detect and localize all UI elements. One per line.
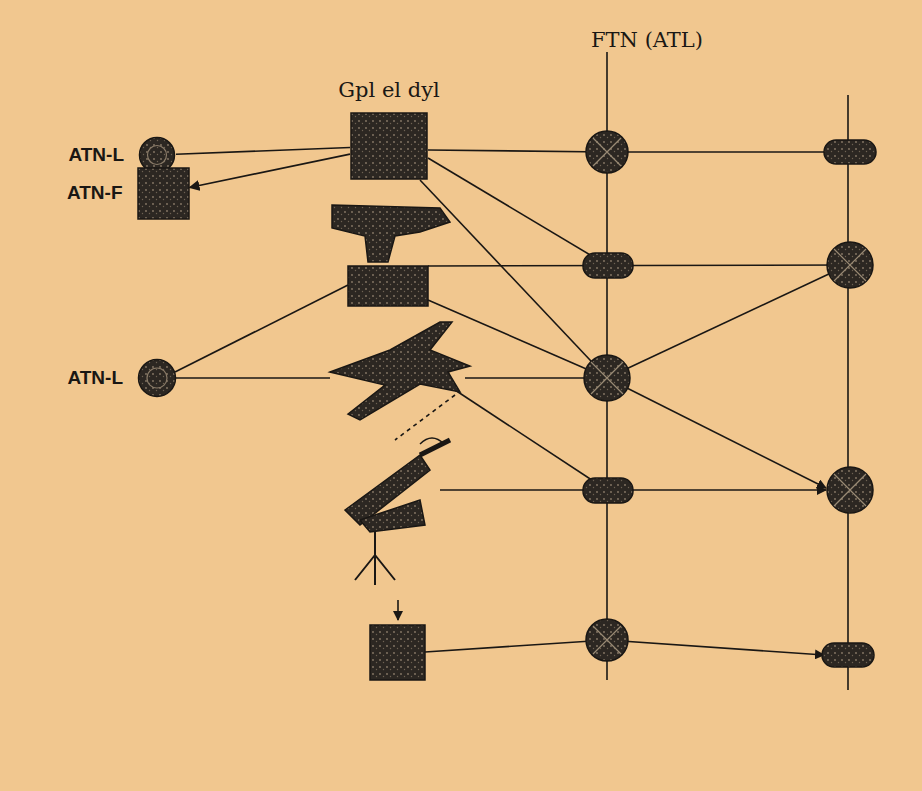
network-heading: FTN (ATL) xyxy=(588,28,706,52)
node-label: ATN-F xyxy=(67,182,123,204)
labeled-node: ATN-L xyxy=(67,358,177,398)
node-square xyxy=(350,112,428,180)
node-circle xyxy=(137,358,177,398)
link-line xyxy=(190,154,351,187)
labeled-node: Gpl el dyl xyxy=(338,78,439,180)
node-label: ATN-L xyxy=(67,367,123,389)
labeled-node: ATN-F xyxy=(67,167,190,220)
node-label: ATN-L xyxy=(68,144,124,166)
node-square xyxy=(137,167,190,220)
node-label: Gpl el dyl xyxy=(338,78,439,102)
link-line xyxy=(176,148,350,155)
